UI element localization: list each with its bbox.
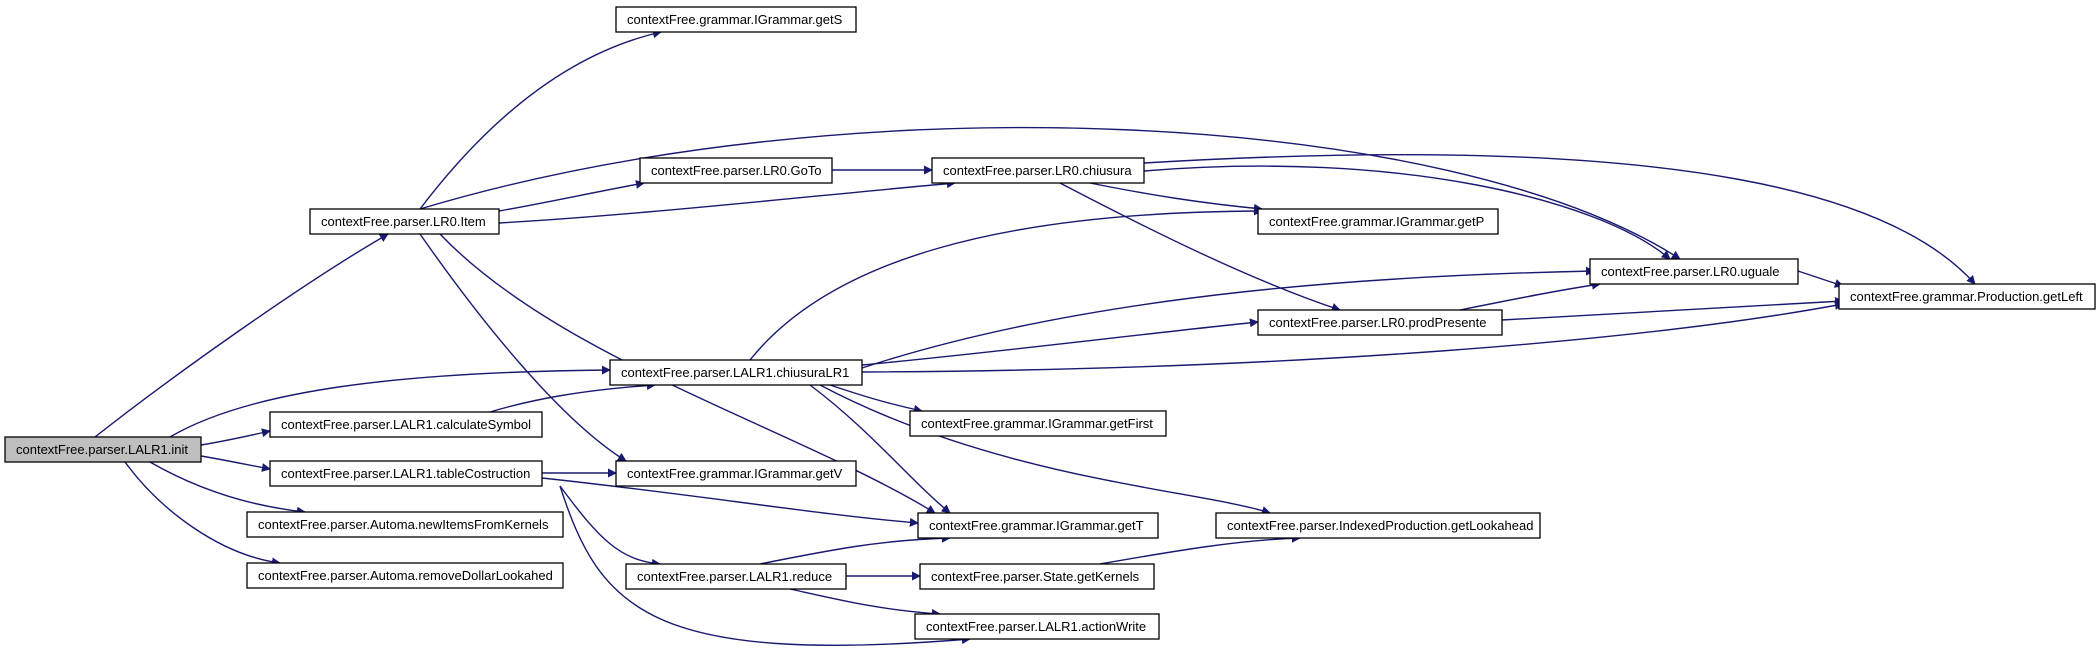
node-box[interactable] — [615, 6, 857, 33]
node-box[interactable] — [1257, 208, 1499, 235]
node-box[interactable] — [269, 460, 543, 487]
node-box[interactable] — [919, 563, 1155, 590]
edge-tableCost-to-reduce — [559, 485, 661, 568]
node-label: contextFree.grammar.IGrammar.getV — [627, 466, 843, 481]
node-getP[interactable]: contextFree.grammar.IGrammar.getP — [1257, 208, 1499, 235]
node-tableCost[interactable]: contextFree.parser.LALR1.tableCostructio… — [269, 460, 543, 487]
edge-item-to-getT — [439, 233, 936, 514]
node-getKernels[interactable]: contextFree.parser.State.getKernels — [919, 563, 1155, 590]
node-goTo[interactable]: contextFree.parser.LR0.GoTo — [639, 157, 833, 184]
node-label: contextFree.parser.LALR1.reduce — [637, 569, 832, 584]
node-label: contextFree.grammar.IGrammar.getS — [627, 12, 843, 27]
edge-chiusuraLR1-to-getLeft — [861, 301, 1844, 373]
node-box[interactable] — [246, 511, 564, 538]
node-label: contextFree.grammar.IGrammar.getT — [929, 518, 1144, 533]
node-getS[interactable]: contextFree.grammar.IGrammar.getS — [615, 6, 857, 33]
node-label: contextFree.parser.LALR1.tableCostructio… — [281, 466, 530, 481]
edge-chiusura-to-getLeft — [1143, 153, 1976, 285]
node-removeDollar[interactable]: contextFree.parser.Automa.removeDollarLo… — [246, 562, 564, 589]
edge-item-to-goTo — [498, 180, 645, 212]
node-box[interactable] — [931, 157, 1145, 184]
edge-prodPresente-to-uguale — [1459, 280, 1601, 311]
node-label: contextFree.parser.IndexedProduction.get… — [1227, 518, 1533, 533]
node-box[interactable] — [1215, 512, 1541, 539]
node-label: contextFree.parser.State.getKernels — [931, 569, 1140, 584]
edge-reduce-to-getT — [759, 533, 951, 565]
node-chiusura[interactable]: contextFree.parser.LR0.chiusura — [931, 157, 1145, 184]
edge-tableCost-to-actionWrite — [559, 485, 971, 646]
edge-init-to-tableCost — [200, 455, 271, 472]
edge-chiusuraLR1-to-getT — [809, 384, 951, 514]
node-box[interactable] — [609, 359, 863, 386]
node-label: contextFree.parser.LR0.chiusura — [943, 163, 1132, 178]
edge-chiusuraLR1-to-getP — [749, 206, 1263, 361]
node-reduce[interactable]: contextFree.parser.LALR1.reduce — [625, 563, 847, 590]
node-box[interactable] — [246, 562, 564, 589]
edge-init-to-removeDollar — [124, 461, 281, 567]
node-item[interactable]: contextFree.parser.LR0.Item — [309, 208, 500, 235]
node-label: contextFree.parser.LR0.uguale — [1601, 264, 1780, 279]
node-getV[interactable]: contextFree.grammar.IGrammar.getV — [615, 460, 857, 487]
edge-item-to-getS — [419, 29, 662, 210]
node-chiusuraLR1[interactable]: contextFree.parser.LALR1.chiusuraLR1 — [609, 359, 863, 386]
edge-item-to-chiusura — [498, 179, 956, 224]
edge-calcSym-to-chiusuraLR1 — [489, 381, 656, 413]
node-box[interactable] — [4, 436, 202, 463]
node-calcSym[interactable]: contextFree.parser.LALR1.calculateSymbol — [269, 411, 543, 438]
edge-chiusura-to-getP — [1089, 182, 1263, 213]
node-getT[interactable]: contextFree.grammar.IGrammar.getT — [917, 512, 1159, 539]
edges-layer — [94, 29, 1976, 646]
edge-chiusuraLR1-to-getLookahead — [819, 384, 1271, 515]
node-label: contextFree.parser.LALR1.chiusuraLR1 — [621, 365, 849, 380]
node-box[interactable] — [1838, 283, 2096, 310]
node-label: contextFree.parser.Automa.removeDollarLo… — [258, 568, 553, 583]
node-prodPresente[interactable]: contextFree.parser.LR0.prodPresente — [1257, 309, 1503, 336]
node-box[interactable] — [917, 512, 1159, 539]
node-box[interactable] — [269, 411, 543, 438]
edge-chiusura-to-prodPresente — [1059, 182, 1341, 312]
node-init[interactable]: contextFree.parser.LALR1.init — [4, 436, 202, 463]
edge-reduce-to-actionWrite — [789, 588, 941, 618]
node-label: contextFree.parser.LALR1.calculateSymbol — [281, 417, 531, 432]
node-label: contextFree.parser.LALR1.actionWrite — [926, 619, 1146, 634]
node-box[interactable] — [914, 613, 1160, 640]
edge-chiusura-to-uguale — [1143, 165, 1671, 260]
edge-uguale-to-getLeft — [1797, 270, 1844, 288]
node-box[interactable] — [615, 460, 857, 487]
node-box[interactable] — [1257, 309, 1503, 336]
node-getLookahead[interactable]: contextFree.parser.IndexedProduction.get… — [1215, 512, 1541, 539]
node-getLeft[interactable]: contextFree.grammar.Production.getLeft — [1838, 283, 2096, 310]
edge-item-to-getV — [419, 233, 627, 462]
node-box[interactable] — [1589, 258, 1799, 285]
edge-getKernels-to-getLookahead — [1099, 533, 1301, 565]
edge-init-to-item — [94, 233, 389, 438]
edge-chiusuraLR1-to-getFirst — [829, 384, 923, 414]
edge-prodPresente-to-getLeft — [1501, 296, 1844, 321]
node-label: contextFree.parser.LR0.GoTo — [651, 163, 822, 178]
edge-init-to-calcSym — [200, 428, 271, 446]
nodes-layer: contextFree.parser.LALR1.init contextFree… — [4, 6, 2096, 640]
node-box[interactable] — [909, 410, 1167, 437]
node-uguale[interactable]: contextFree.parser.LR0.uguale — [1589, 258, 1799, 285]
edge-init-to-newItems — [149, 461, 306, 516]
node-getFirst[interactable]: contextFree.grammar.IGrammar.getFirst — [909, 410, 1167, 437]
node-box[interactable] — [639, 157, 833, 184]
node-box[interactable] — [309, 208, 500, 235]
edge-item-to-uguale — [419, 126, 1681, 260]
node-box[interactable] — [625, 563, 847, 590]
edge-tableCost-to-getT — [541, 477, 919, 527]
edge-chiusuraLR1-to-prodPresente — [861, 318, 1259, 366]
node-label: contextFree.parser.Automa.newItemsFromKe… — [258, 517, 549, 532]
node-newItems[interactable]: contextFree.parser.Automa.newItemsFromKe… — [246, 511, 564, 538]
node-label: contextFree.parser.LR0.prodPresente — [1269, 315, 1487, 330]
node-label: contextFree.grammar.Production.getLeft — [1850, 289, 2083, 304]
node-actionWrite[interactable]: contextFree.parser.LALR1.actionWrite — [914, 613, 1160, 640]
node-label: contextFree.parser.LR0.Item — [321, 214, 486, 229]
node-label: contextFree.grammar.IGrammar.getP — [1269, 214, 1484, 229]
edge-chiusuraLR1-to-uguale — [861, 266, 1595, 369]
node-label: contextFree.parser.LALR1.init — [16, 442, 188, 457]
node-label: contextFree.grammar.IGrammar.getFirst — [921, 416, 1153, 431]
